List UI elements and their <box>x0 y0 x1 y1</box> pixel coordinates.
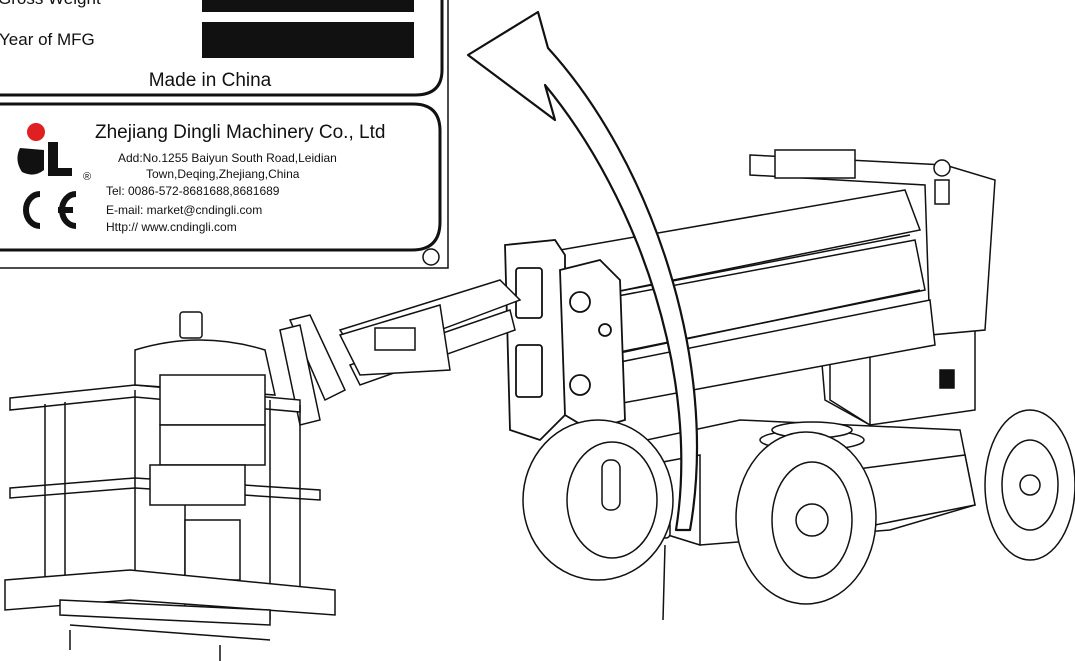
wheel-rear-right <box>984 409 1075 561</box>
address-line-1: Add:No.1255 Baiyun South Road,Leidian <box>118 151 337 165</box>
jib-arm <box>338 279 522 386</box>
tel-line: Tel: 0086-572-8681688,8681689 <box>106 184 280 198</box>
email-line: E-mail: market@cndingli.com <box>106 203 262 217</box>
dingli-logo-icon: ® <box>17 123 91 183</box>
nameplate-upper-panel <box>0 0 444 97</box>
gross-weight-value-box <box>202 0 414 12</box>
registered-mark: ® <box>83 171 91 183</box>
wheel-front-right <box>735 431 877 605</box>
basket-link <box>179 311 346 426</box>
made-in-label: Made in China <box>149 70 272 91</box>
wheel-front-left <box>522 419 674 581</box>
year-of-mfg-value-box <box>202 22 414 58</box>
http-line: Http:// www.cndingli.com <box>106 220 237 234</box>
ce-mark-icon <box>23 191 77 229</box>
address-line-2: Town,Deqing,Zhejiang,China <box>146 167 300 181</box>
boom-knuckle <box>504 239 626 442</box>
mast-column <box>749 149 996 336</box>
curved-arrow-icon <box>466 10 699 532</box>
year-of-mfg-label: Year of MFG <box>0 30 95 49</box>
nameplate-lower-panel <box>0 0 449 269</box>
work-platform-basket <box>4 339 336 661</box>
gross-weight-label: Gross Weight <box>0 0 101 8</box>
company-name: Zhejiang Dingli Machinery Co., Ltd <box>95 122 385 143</box>
